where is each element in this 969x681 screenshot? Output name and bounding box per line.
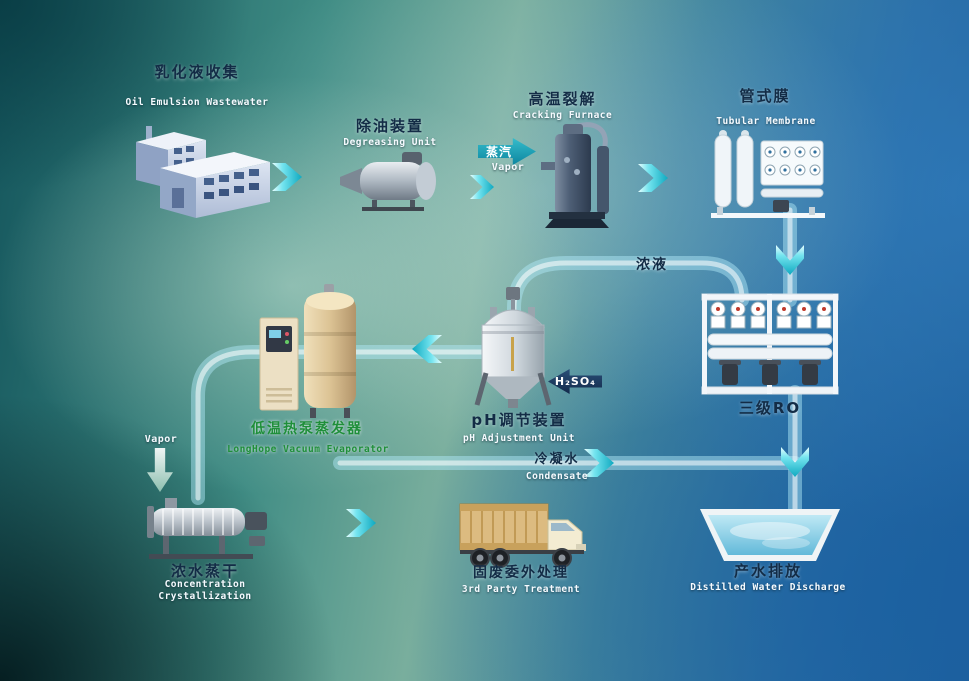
factory-label-zh: 乳化液收集 [154, 63, 240, 81]
discharge-pool-illustration [700, 505, 840, 569]
vapor-out-label-en: Vapor [144, 434, 178, 445]
chevron-ph-to-evaporator [412, 335, 442, 363]
factory-illustration [122, 112, 272, 231]
chevron-ro-to-discharge [781, 447, 809, 477]
discharge-label-en: Distilled Water Discharge [690, 582, 846, 593]
concentrate-label-zh: 浓液 [636, 257, 668, 273]
steam-arrow-label: 蒸汽 [486, 145, 513, 159]
ro-label-zh: 三级RO [738, 399, 802, 417]
acid-arrow-label: H₂SO₄ [554, 375, 596, 388]
truck-icon [459, 503, 586, 568]
degreaser-icon [340, 152, 436, 211]
degreaser-illustration [332, 150, 452, 216]
tubular-membrane-illustration [709, 127, 827, 231]
crystallizer-label-en: Concentration Crystallization [158, 579, 252, 603]
chevron-degreaser-to-furnace [470, 175, 494, 199]
truck-label-en: 3rd Party Treatment [461, 584, 581, 595]
crystallizer-illustration [145, 496, 275, 568]
condensate-label-zh: 冷凝水 [534, 452, 580, 467]
ro-icon [701, 293, 839, 395]
membrane-label-zh: 管式膜 [739, 87, 791, 105]
evaporator-label-en: LongHope Vacuum Evaporator [227, 444, 389, 455]
condensate-label-en: Condensate [525, 471, 589, 482]
factory-icon [136, 126, 270, 218]
truck-label-zh: 固废委外处理 [473, 565, 569, 581]
ph-label-zh: pH调节装置 [471, 411, 567, 429]
vapor-down-arrow [147, 448, 173, 492]
degreaser-label-en: Degreasing Unit [343, 137, 437, 148]
steam-label-en: Vapor [491, 162, 525, 173]
truck-illustration [456, 500, 596, 576]
furnace-label-en: Cracking Furnace [512, 110, 613, 121]
ro-system-illustration [700, 292, 840, 401]
degreaser-label-zh: 除油装置 [355, 117, 424, 135]
furnace-label-zh: 高温裂解 [528, 90, 597, 108]
ph-reactor-illustration [470, 287, 555, 416]
evaporator-label-zh: 低温热泵蒸发器 [251, 421, 363, 437]
chevron-factory-to-degreaser [272, 163, 302, 191]
ph-reactor-icon [474, 287, 552, 408]
evaporator-illustration [258, 284, 358, 423]
cracking-furnace-illustration [527, 120, 622, 234]
acid-arrow: H₂SO₄ [548, 369, 602, 394]
membrane-label-en: Tubular Membrane [716, 116, 816, 127]
membrane-icon [711, 130, 825, 218]
evaporator-icon [259, 284, 356, 418]
chevron-crystallizer-to-truck [346, 509, 376, 537]
crystallizer-label-zh: 浓水蒸干 [170, 562, 239, 580]
crystallizer-icon [147, 498, 267, 559]
factory-label-en: Oil Emulsion Wastewater [125, 97, 269, 108]
chevron-furnace-to-membrane [638, 164, 668, 192]
furnace-icon [541, 122, 609, 228]
ph-label-en: pH Adjustment Unit [463, 433, 575, 444]
water-pool-icon [700, 509, 840, 561]
discharge-label-zh: 产水排放 [733, 562, 802, 580]
chevron-membrane-to-ro [776, 245, 804, 275]
